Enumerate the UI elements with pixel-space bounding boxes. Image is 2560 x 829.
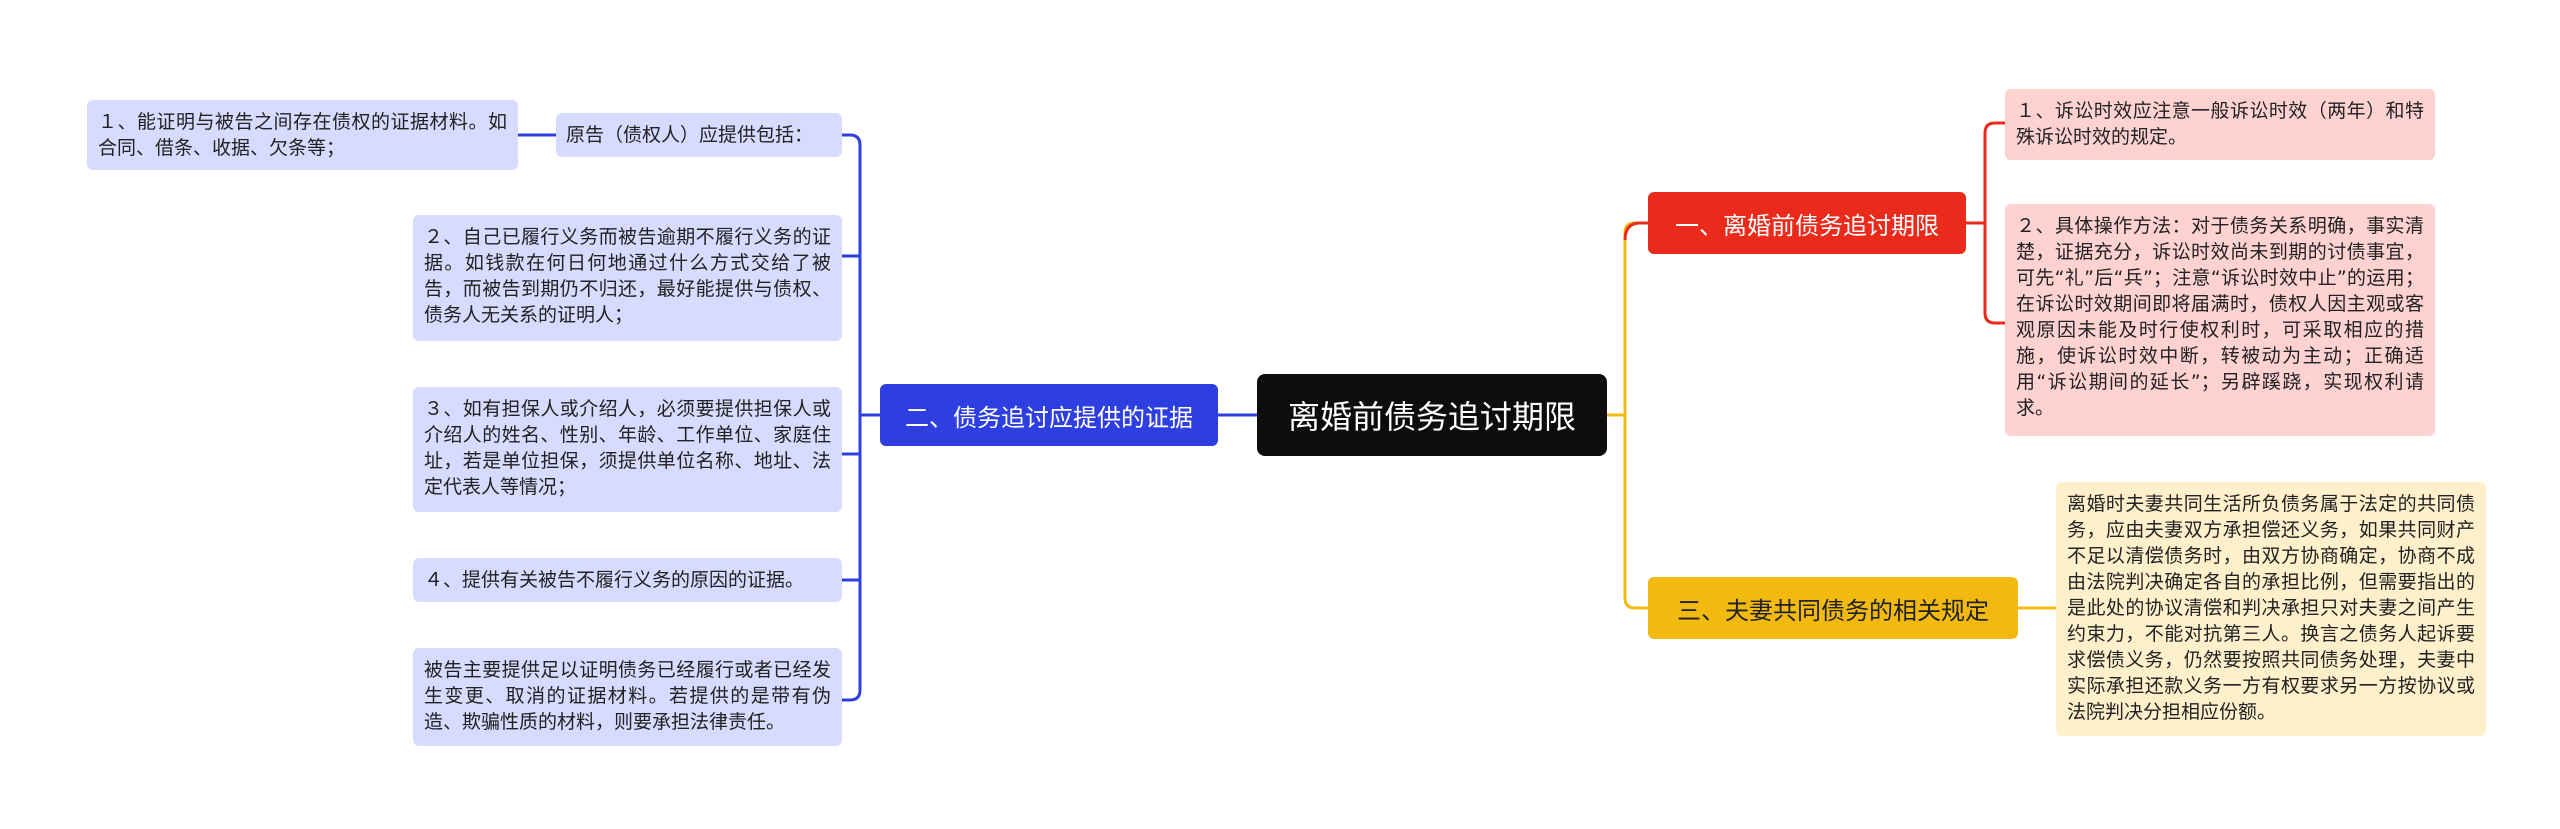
branch-joint-debt[interactable]: 三、夫妻共同债务的相关规定 — [1648, 577, 2018, 639]
leaf-evidence-defendant[interactable]: 被告主要提供足以证明债务已经履行或者已经发生变更、取消的证据材料。若提供的是带有… — [413, 648, 842, 746]
leaf-deadline-item-2[interactable]: ２、具体操作方法：对于债务关系明确，事实清楚，证据充分，诉讼时效尚未到期的讨债事… — [2005, 204, 2435, 436]
leaf-deadline-item-1[interactable]: １、诉讼时效应注意一般诉讼时效（两年）和特殊诉讼时效的规定。 — [2005, 89, 2435, 160]
leaf-evidence-item-1[interactable]: １、能证明与被告之间存在债权的证据材料。如合同、借条、收据、欠条等； — [87, 100, 518, 170]
branch-deadline[interactable]: 一、离婚前债务追讨期限 — [1648, 192, 1966, 254]
leaf-evidence-item-3[interactable]: ３、如有担保人或介绍人，必须要提供担保人或介绍人的姓名、性别、年龄、工作单位、家… — [413, 387, 842, 512]
link-deadline-children — [1966, 121, 2005, 325]
leaf-evidence-item-2[interactable]: ２、自己已履行义务而被告逾期不履行义务的证据。如钱款在何日何地通过什么方式交给了… — [413, 215, 842, 341]
leaf-joint-debt-text[interactable]: 离婚时夫妻共同生活所负债务属于法定的共同债务，应由夫妻双方承担偿还义务，如果共同… — [2056, 482, 2486, 736]
link-root-right — [1607, 221, 1648, 610]
leaf-plaintiff[interactable]: 原告（债权人）应提供包括： — [556, 113, 842, 157]
link-root-deadline — [1623, 221, 1648, 241]
leaf-evidence-item-4[interactable]: ４、提供有关被告不履行义务的原因的证据。 — [413, 558, 842, 602]
branch-evidence[interactable]: 二、债务追讨应提供的证据 — [880, 384, 1218, 446]
link-evidence-children — [842, 133, 880, 702]
central-topic[interactable]: 离婚前债务追讨期限 — [1257, 374, 1607, 456]
